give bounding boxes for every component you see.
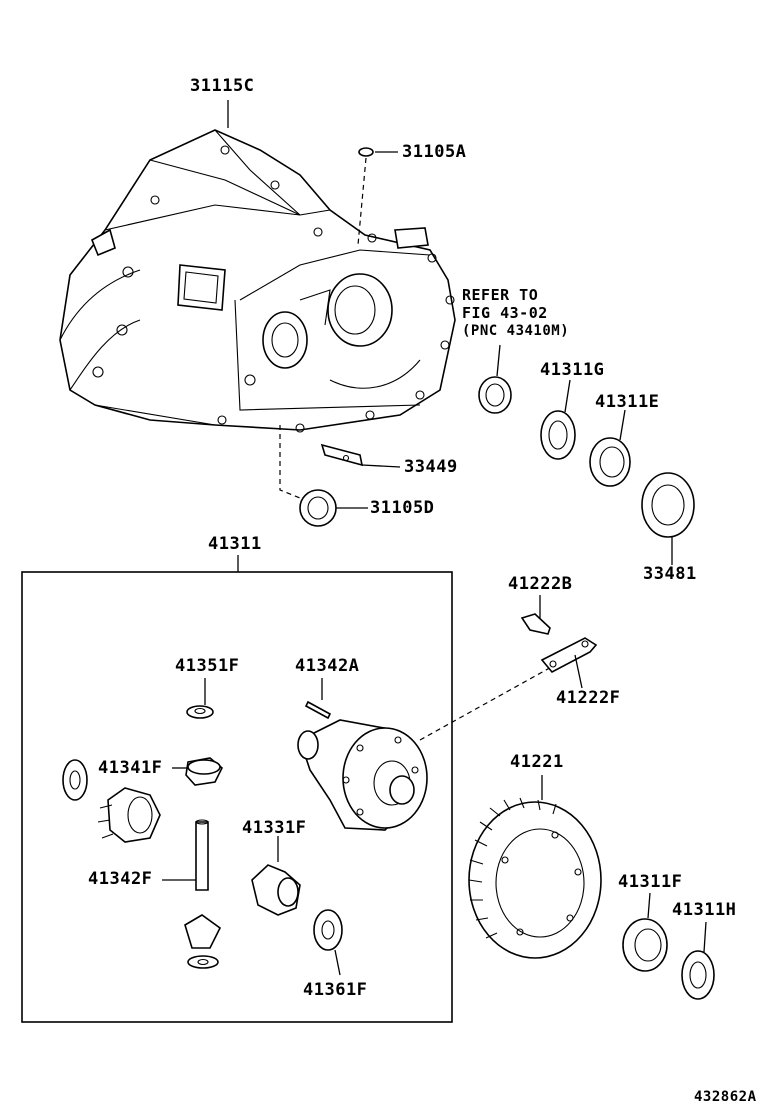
transaxle-case-drawing (59, 129, 456, 433)
refer-line-2: FIG 43-02 (462, 304, 548, 322)
assembly-box-41311 (21, 571, 453, 1023)
refer-line-3: (PNC 43410M) (462, 323, 570, 339)
figure-code: 432862A (694, 1089, 757, 1105)
bearing-41311F-drawing (622, 892, 668, 972)
side-gear-drawing (97, 787, 161, 843)
label-41311G: 41311G (540, 360, 605, 380)
shaft-41342F-drawing (162, 819, 209, 891)
pinion-lower-drawing (184, 914, 222, 969)
label-41342F: 41342F (88, 869, 153, 889)
label-41311E: 41311E (595, 392, 660, 412)
washer-41341F-left-drawing (62, 759, 88, 801)
differential-case-drawing (297, 719, 428, 831)
label-41341F: 41341F (98, 758, 163, 778)
shaft-33449-drawing (320, 443, 401, 468)
label-31105A: 31105A (402, 142, 467, 162)
bearing-41311E-drawing (589, 409, 631, 487)
washer-41351F-drawing (186, 678, 214, 719)
label-41311H: 41311H (672, 900, 737, 920)
gear-41341F-drawing (185, 757, 223, 786)
bracket-41222F-drawing (540, 637, 598, 689)
gear-41331F-drawing (251, 836, 301, 916)
label-31115C: 31115C (190, 76, 255, 96)
seal-33481-drawing (641, 472, 695, 565)
plug-31105A-drawing (358, 147, 374, 157)
shim-41311G-drawing (540, 379, 576, 460)
shim-41311H-drawing (681, 921, 715, 1000)
label-41221: 41221 (510, 752, 564, 772)
seal-31105D-drawing (299, 489, 368, 527)
label-41311: 41311 (208, 534, 262, 554)
refer-line-1: REFER TO (462, 286, 539, 304)
pin-41342A-drawing (304, 678, 332, 720)
label-41331F: 41331F (242, 818, 307, 838)
label-41351F: 41351F (175, 656, 240, 676)
label-41222B: 41222B (508, 574, 573, 594)
label-33481: 33481 (643, 564, 697, 584)
label-41342A: 41342A (295, 656, 360, 676)
label-41311F: 41311F (618, 872, 683, 892)
label-41361F: 41361F (303, 980, 368, 1000)
label-31105D: 31105D (370, 498, 435, 518)
washer-41361F-drawing (313, 909, 343, 976)
ring-gear-41221-drawing (468, 775, 602, 959)
label-41222F: 41222F (556, 688, 621, 708)
label-33449: 33449 (404, 457, 458, 477)
refer-note: REFER TO FIG 43-02 (PNC 43410M) (462, 286, 569, 340)
bolt-41222B-drawing (520, 595, 551, 635)
seal-refer-drawing (478, 344, 512, 414)
